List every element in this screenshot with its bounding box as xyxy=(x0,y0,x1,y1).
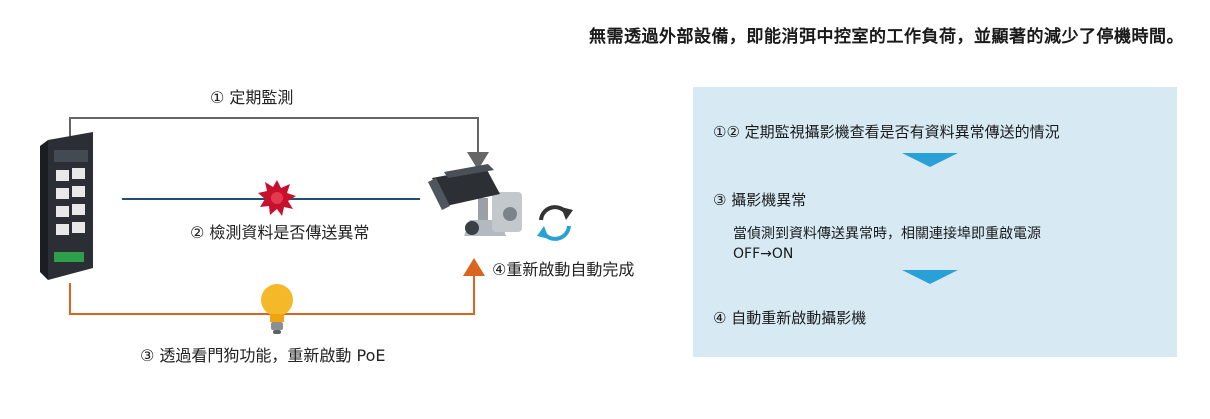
camera-icon xyxy=(428,164,522,236)
lightbulb-icon xyxy=(261,284,293,334)
alert-burst-icon xyxy=(258,180,296,216)
summary-panel: ①② 定期監視攝影機查看是否有資料異常傳送的情況 ③ 攝影機異常 當偵測到資料傳… xyxy=(693,87,1177,357)
step3-label: ③ 透過看門狗功能，重新啟動 PoE xyxy=(140,346,386,365)
monitor-line xyxy=(69,117,489,170)
down-arrow-icon xyxy=(902,270,958,284)
panel-item-monitor: ①② 定期監視攝影機查看是否有資料異常傳送的情況 xyxy=(713,123,1060,141)
panel-item-camera-error: ③ 攝影機異常 xyxy=(713,191,807,209)
refresh-icon xyxy=(537,205,573,241)
headline: 無需透過外部設備，即能消弭中控室的工作負荷，並顯著的減少了停機時間。 xyxy=(589,27,1184,47)
poe-switch-icon xyxy=(40,132,93,280)
panel-item-auto-restart: ④ 自動重新啟動攝影機 xyxy=(713,309,867,327)
panel-item-desc-line2: OFF→ON xyxy=(733,246,794,262)
panel-item-desc-line1: 當偵測到資料傳送異常時，相關連接埠即重啟電源 xyxy=(733,226,1041,242)
step4-label: ④重新啟動自動完成 xyxy=(492,260,635,279)
step2-label: ② 檢測資料是否傳送異常 xyxy=(190,223,370,242)
down-arrow-icon xyxy=(902,153,958,167)
step1-label: ① 定期監測 xyxy=(210,88,294,107)
workflow-diagram xyxy=(40,117,573,334)
